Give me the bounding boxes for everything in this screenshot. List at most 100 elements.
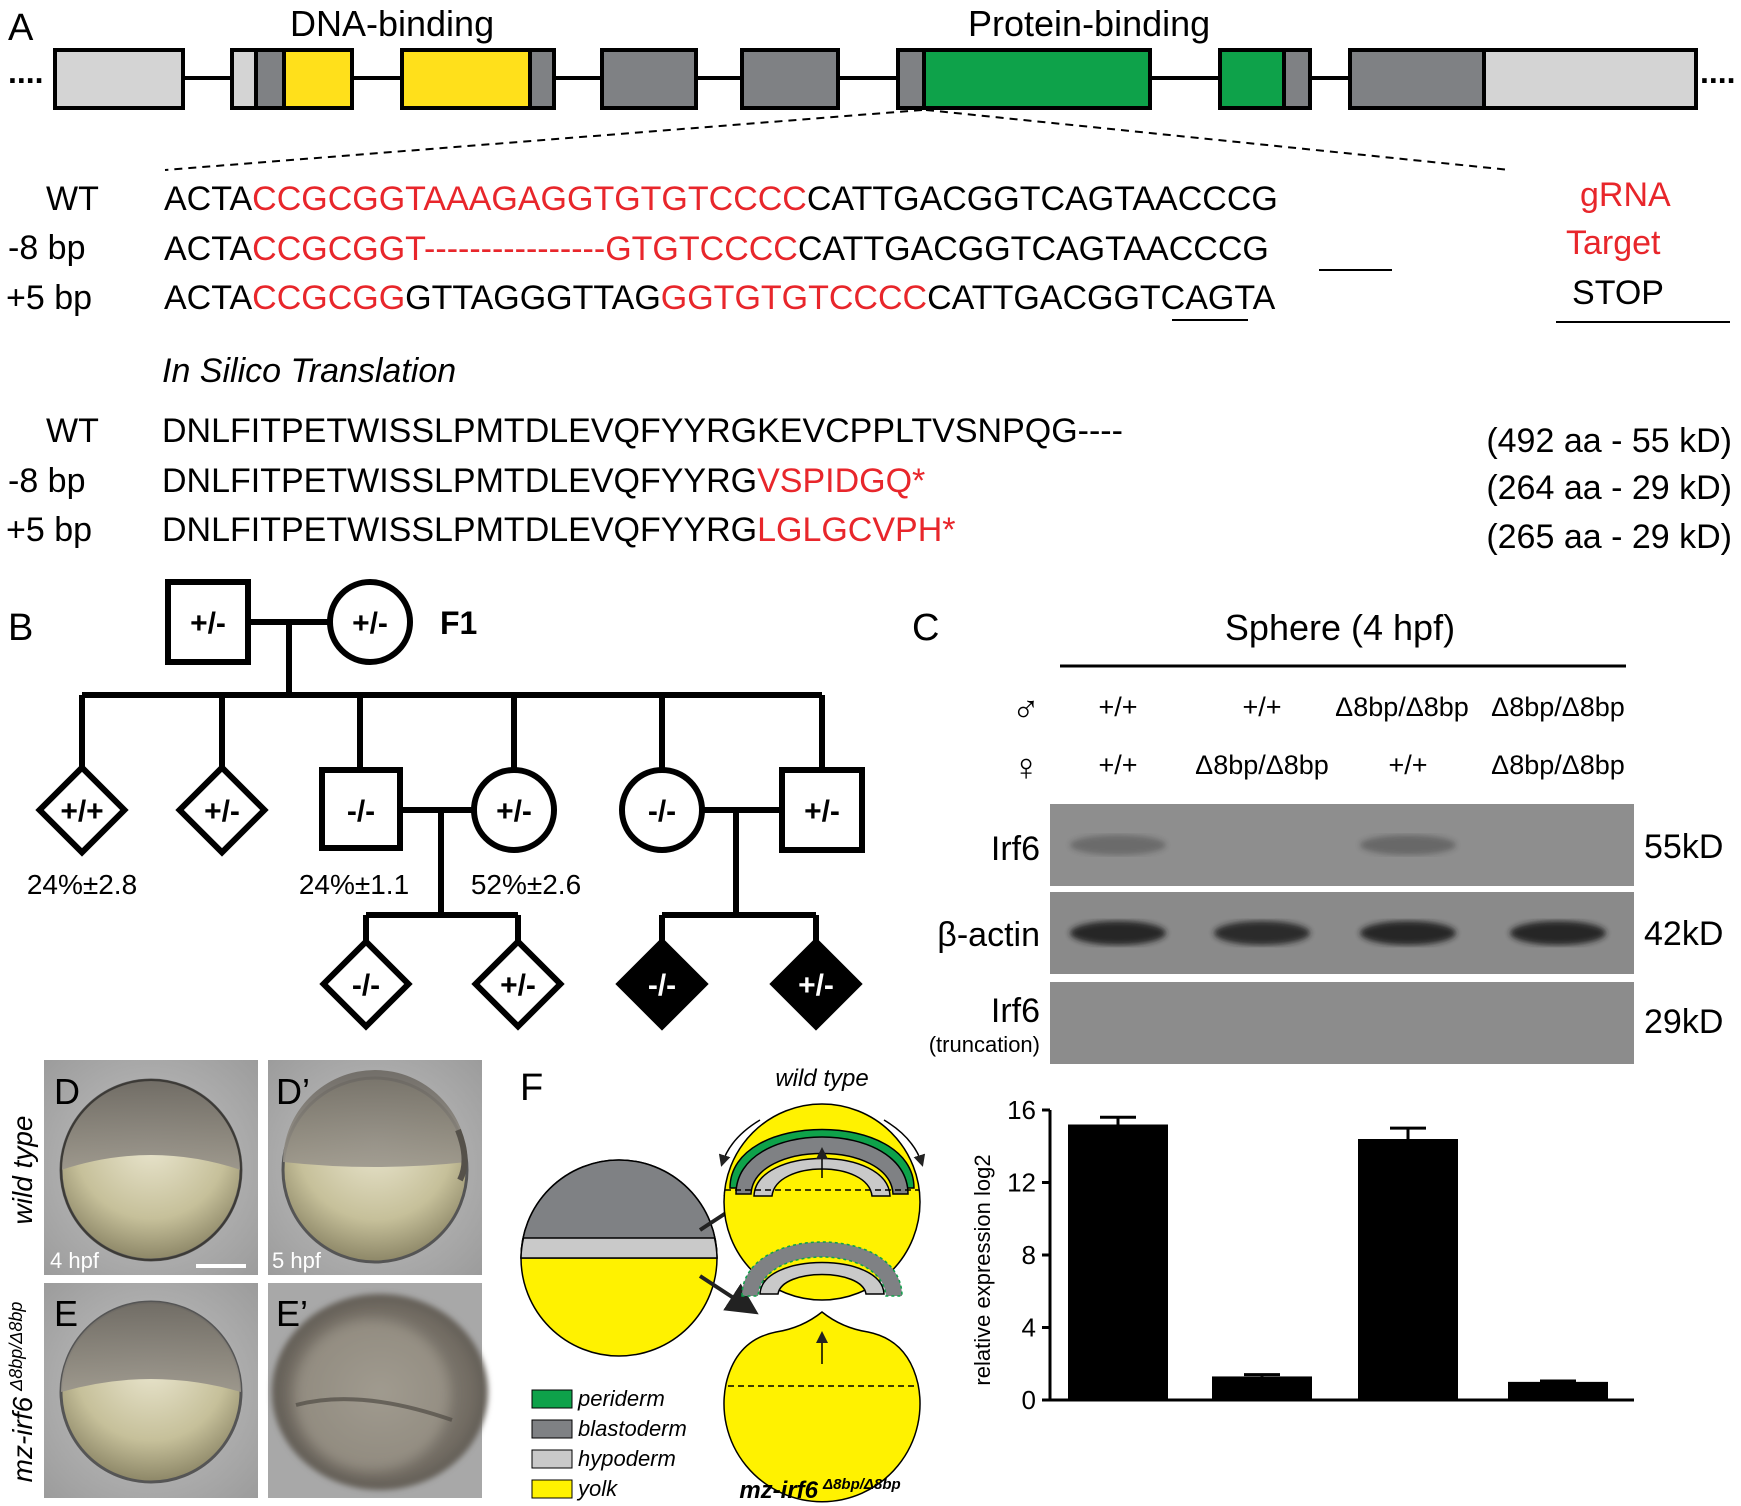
generation-label: F1: [440, 605, 477, 641]
trans-del-red: VSPIDGQ*: [757, 462, 925, 500]
offspring-label-3: +/-: [496, 795, 532, 828]
parent-male-label: +/-: [190, 607, 226, 640]
seq-del-seg: ACTA: [164, 230, 252, 268]
trans-wt: DNLFITPETWISSLPMTDLEVQFYYRGKEVCPPLTVSNPQ…: [162, 412, 1123, 450]
panel-label-e-prime: E’: [276, 1293, 308, 1334]
exon-8-coding: [1348, 48, 1486, 110]
offspring-het-diamond: [175, 763, 269, 857]
schematic-legend: periderm blastoderm hypoderm yolk: [531, 1386, 687, 1501]
blot-irf6-truncation: [1050, 982, 1634, 1064]
zoom-line-left: [164, 109, 923, 171]
row-label-mz-prefix: mz-irf6: [7, 1396, 38, 1482]
actin-band: [1360, 921, 1456, 945]
legend-grna: gRNA: [1580, 176, 1671, 214]
panel-label-d-prime: D’: [276, 1071, 310, 1112]
seq-ins: ACTACCGCGGGTTAGGGTTAGGGTGTGTCCCCCATTGACG…: [164, 279, 1276, 317]
female-geno-0: +/+: [1098, 750, 1137, 780]
female-symbol: ♀: [1012, 747, 1041, 789]
grand-left-het: [471, 937, 565, 1031]
size-42kd: 42kD: [1644, 915, 1723, 953]
chart-ylabel: relative expression log2: [970, 1154, 995, 1385]
panel-label-c: C: [912, 607, 939, 649]
trans-label-ins: +5 bp: [6, 511, 92, 549]
trans-del: DNLFITPETWISSLPMTDLEVQFYYRGVSPIDGQ*: [162, 462, 925, 500]
pedigree-labels: +/- +/- +/+ +/- -/- +/- -/- +/- -/- +/- …: [60, 607, 840, 1002]
seq-del-stop: TAA: [1105, 230, 1169, 268]
size-ins: (265 aa - 29 kD): [1486, 518, 1732, 556]
chart-bar: [1212, 1376, 1312, 1400]
offspring-label-2: -/-: [347, 795, 375, 828]
female-geno-2: +/+: [1388, 750, 1427, 780]
legend-periderm: periderm: [577, 1386, 665, 1411]
offspring-wt-diamond: [35, 763, 129, 857]
exon-7-coding: [1282, 48, 1312, 110]
legend-swatch-hypoderm: [531, 1449, 573, 1469]
blot-label-trunc-sub: (truncation): [929, 1032, 1040, 1057]
exon-5: [740, 48, 840, 110]
trans-ins-black: DNLFITPETWISSLPMTDLEVQFYYRG: [162, 511, 757, 549]
blot-label-irf6: Irf6: [991, 830, 1040, 868]
offspring-label-1: +/-: [204, 795, 240, 828]
grand-right-hom: [615, 937, 709, 1031]
chart-y-tick-label: 8: [1022, 1240, 1036, 1270]
seq-del: ACTACCGCGGT----------------GTGTCCCCCATTG…: [164, 230, 1269, 268]
seq-label-del: -8 bp: [8, 229, 86, 267]
blot-label-irf6-trunc: Irf6: [991, 992, 1040, 1030]
exon-7-protein-binding: [1218, 48, 1286, 110]
exon-2-coding: [254, 48, 286, 110]
seq-ins-seg: ACTA: [164, 279, 252, 317]
arrow-to-mz: [698, 1274, 759, 1315]
schematic-initial: [520, 1159, 718, 1357]
panel-label-b: B: [8, 607, 33, 649]
schematic-mz-sup: Δ8bp/Δ8bp: [822, 1476, 901, 1493]
male-geno-0: +/+: [1098, 692, 1137, 722]
exon-6-coding: [896, 48, 926, 110]
pedigree: [35, 579, 865, 1031]
grand-right-het: [769, 937, 863, 1031]
legend-target: Target: [1566, 224, 1661, 262]
pct-hom: 24%±1.1: [299, 869, 409, 900]
irf6-band: [1070, 835, 1166, 855]
female-geno-3: Δ8bp/Δ8bp: [1491, 750, 1625, 780]
genotype-headers: +/+ +/+ Δ8bp/Δ8bp Δ8bp/Δ8bp +/+ Δ8bp/Δ8b…: [1098, 692, 1624, 780]
sequence-alignment: ACTACCGCGGTAAAGAGGTGTGTCCCCCATTGACGGTCAG…: [164, 180, 1278, 317]
chart-bar: [1068, 1124, 1168, 1400]
time-labels: 4 hpf 5 hpf: [50, 1248, 322, 1273]
size-wt: (492 aa - 55 kD): [1486, 422, 1732, 460]
panel-label-e: E: [54, 1293, 78, 1334]
trans-label-wt: WT: [46, 412, 99, 450]
seq-wt-grna: CCGCGGTAAAGAGGTGTGTCCCC: [252, 180, 807, 218]
female-geno-1: Δ8bp/Δ8bp: [1195, 750, 1329, 780]
male-symbol: ♂: [1012, 689, 1041, 731]
irf6-band: [1360, 835, 1456, 855]
legend-stop: STOP: [1572, 274, 1664, 312]
offspring-label-4: -/-: [648, 795, 676, 828]
gene-structure: [53, 48, 1698, 110]
seq-ins-seg: CATT: [927, 279, 1013, 317]
seq-wt-seg: CATTGACGGTCAGTAACCCG: [807, 180, 1278, 218]
row-label-mz: mz-irf6Δ8bp/Δ8bp: [6, 1302, 38, 1483]
seq-ins-stop: GA: [1013, 279, 1062, 317]
sequence-labels: WT -8 bp +5 bp: [6, 180, 99, 317]
parent-female-symbol: [327, 579, 413, 665]
pct-het: 52%±2.6: [471, 869, 581, 900]
actin-band: [1510, 921, 1606, 945]
chart-y-tick-label: 16: [1007, 1095, 1036, 1125]
embryo-d-prime: [281, 1070, 469, 1264]
zoom-line-right: [925, 109, 1511, 171]
trans-ins: DNLFITPETWISSLPMTDLEVQFYYRGLGLGCVPH*: [162, 511, 956, 549]
time-5hpf: 5 hpf: [272, 1248, 322, 1273]
exon-6-protein-binding: [922, 48, 1152, 110]
pct-wt: 24%±2.8: [27, 869, 137, 900]
exon-8-utr: [1482, 48, 1698, 110]
embryo-d: [59, 1078, 243, 1262]
offspring-label-5: +/-: [804, 795, 840, 828]
blot-title: Sphere (4 hpf): [1225, 607, 1455, 648]
dots-right: ....: [1700, 54, 1736, 90]
blot-bands: [1070, 835, 1606, 945]
embryo-e: [59, 1300, 243, 1484]
exon-2-utr: [230, 48, 258, 110]
size-29kd: 29kD: [1644, 1003, 1723, 1041]
panel-label-f: F: [520, 1067, 543, 1109]
